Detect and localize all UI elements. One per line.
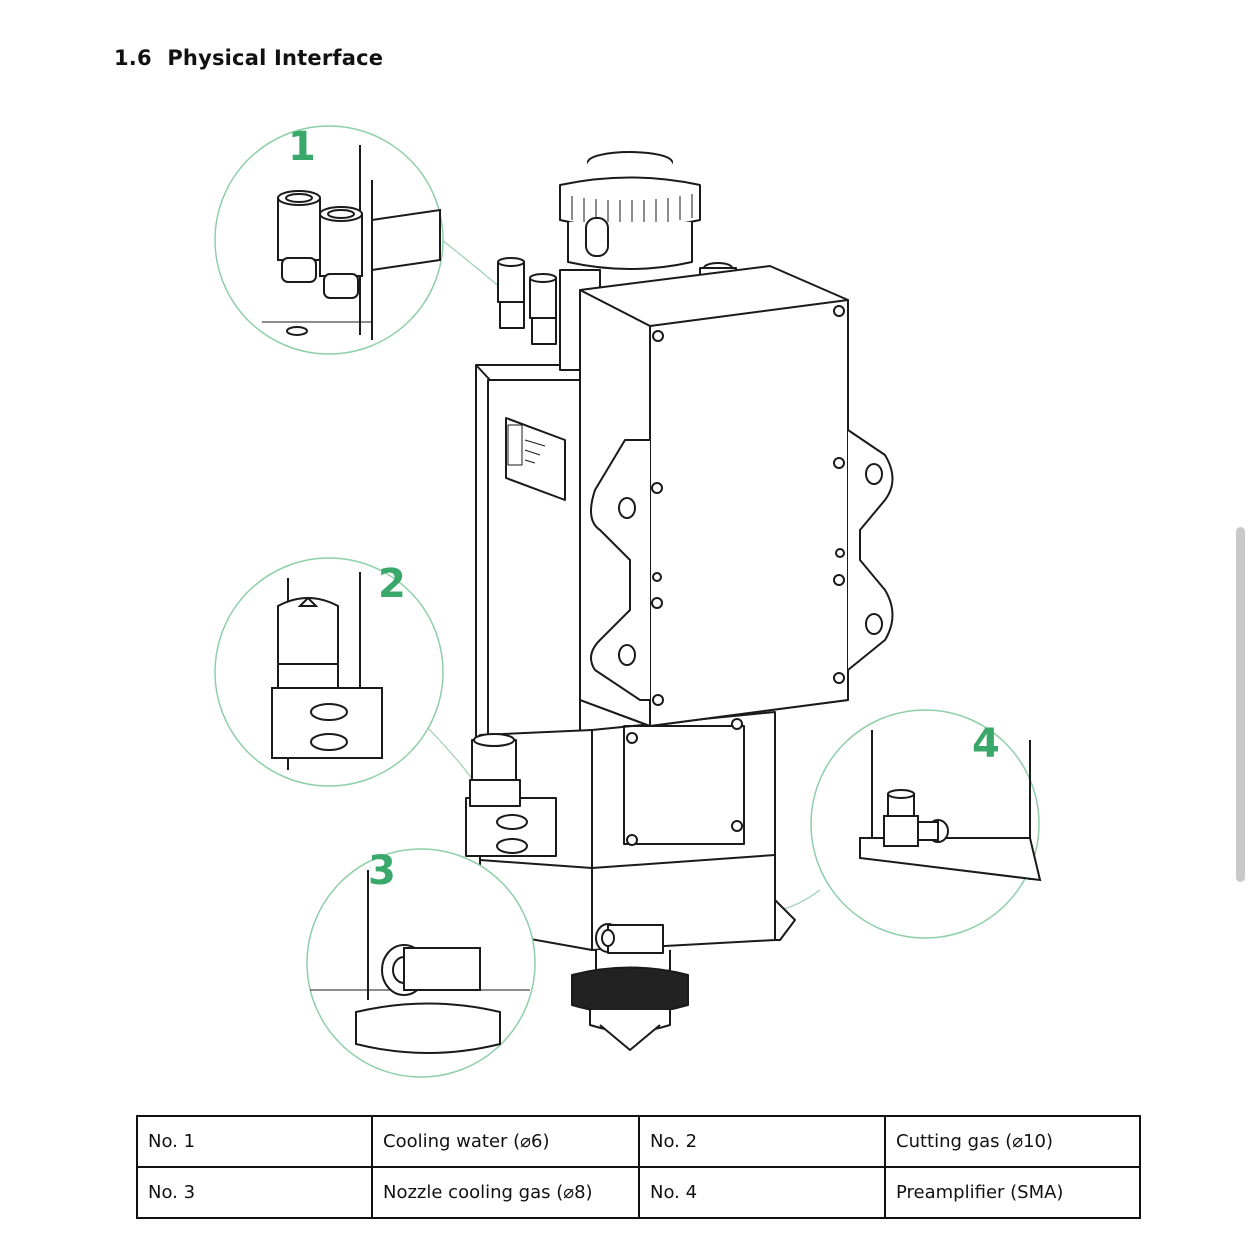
table-cell: No. 1 <box>136 1115 373 1168</box>
detail-2 <box>271 572 383 770</box>
section-heading: 1.6 Physical Interface <box>114 46 383 70</box>
fitting-left <box>465 733 557 857</box>
detail-1 <box>262 145 441 340</box>
detail-3 <box>310 870 530 1054</box>
table-cell: Cutting gas (⌀10) <box>884 1115 1141 1168</box>
table-row: No. 3 Nozzle cooling gas (⌀8) No. 4 Prea… <box>136 1166 1141 1219</box>
table-cell: Cooling water (⌀6) <box>371 1115 640 1168</box>
callout-number-1: 1 <box>288 124 316 170</box>
callout-number-3: 3 <box>368 848 396 894</box>
table-cell: Nozzle cooling gas (⌀8) <box>371 1166 640 1219</box>
table-cell: No. 4 <box>638 1166 886 1219</box>
table-cell: No. 2 <box>638 1115 886 1168</box>
electronics-box <box>579 265 894 727</box>
laser-head-drawing: 1 2 3 4 <box>214 124 1042 1078</box>
callout-number-4: 4 <box>972 721 1000 767</box>
main-body <box>475 364 581 741</box>
callout-number-2: 2 <box>378 561 406 607</box>
table-cell: No. 3 <box>136 1166 373 1219</box>
interface-table: No. 1 Cooling water (⌀6) No. 2 Cutting g… <box>136 1115 1141 1219</box>
nozzle-assembly <box>571 923 689 1051</box>
water-fittings <box>497 257 557 345</box>
section-number: 1.6 <box>114 46 152 70</box>
section-title: Physical Interface <box>167 46 384 70</box>
table-row: No. 1 Cooling water (⌀6) No. 2 Cutting g… <box>136 1115 1141 1168</box>
detail-4 <box>859 730 1042 882</box>
vertical-scrollbar[interactable] <box>1236 527 1245 882</box>
table-cell: Preamplifier (SMA) <box>884 1166 1141 1219</box>
